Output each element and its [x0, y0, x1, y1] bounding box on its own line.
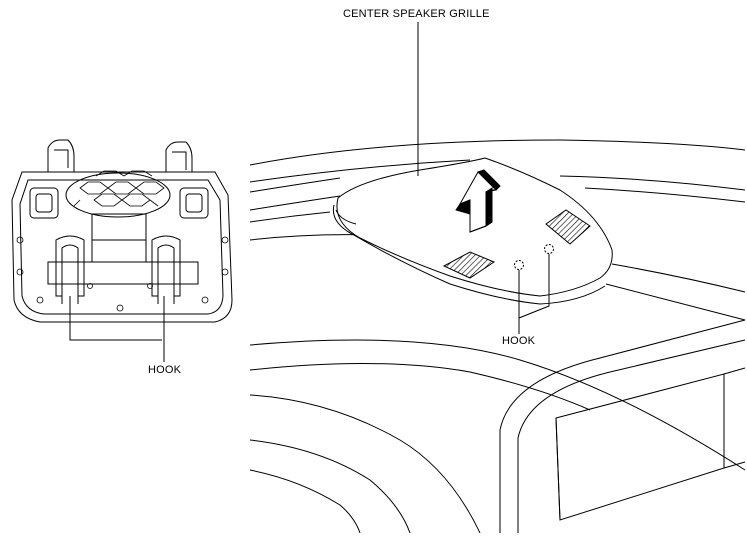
- hook-right-label: HOOK: [502, 335, 536, 347]
- top-clip-right: [165, 141, 193, 172]
- hook-right-leader: [518, 254, 550, 334]
- hook-left-leader: [69, 296, 162, 341]
- speaker-mesh: [65, 172, 171, 218]
- dash-mid-line: [605, 283, 746, 321]
- hook-left-part: [50, 235, 94, 304]
- hook-left-label: HOOK: [148, 364, 182, 376]
- grille-underside-view: [11, 139, 233, 362]
- hook-circle-2: [544, 244, 554, 254]
- top-clip-left: [47, 139, 75, 172]
- hatched-tab-left: [442, 251, 496, 279]
- center-speaker-grille-label: CENTER SPEAKER GRILLE: [343, 8, 490, 20]
- screen-bezel-outer: [499, 319, 746, 533]
- hatched-tab-right: [545, 209, 591, 245]
- grille-outer-body: [11, 171, 233, 323]
- removal-arrow-icon: [455, 169, 501, 233]
- grille-inner-rim: [19, 179, 224, 315]
- dashboard-view: [249, 22, 746, 534]
- dash-top-line: [249, 139, 746, 166]
- hook-right-part: [146, 235, 196, 304]
- display-screen: [555, 373, 725, 521]
- hook-circle-1: [514, 260, 524, 270]
